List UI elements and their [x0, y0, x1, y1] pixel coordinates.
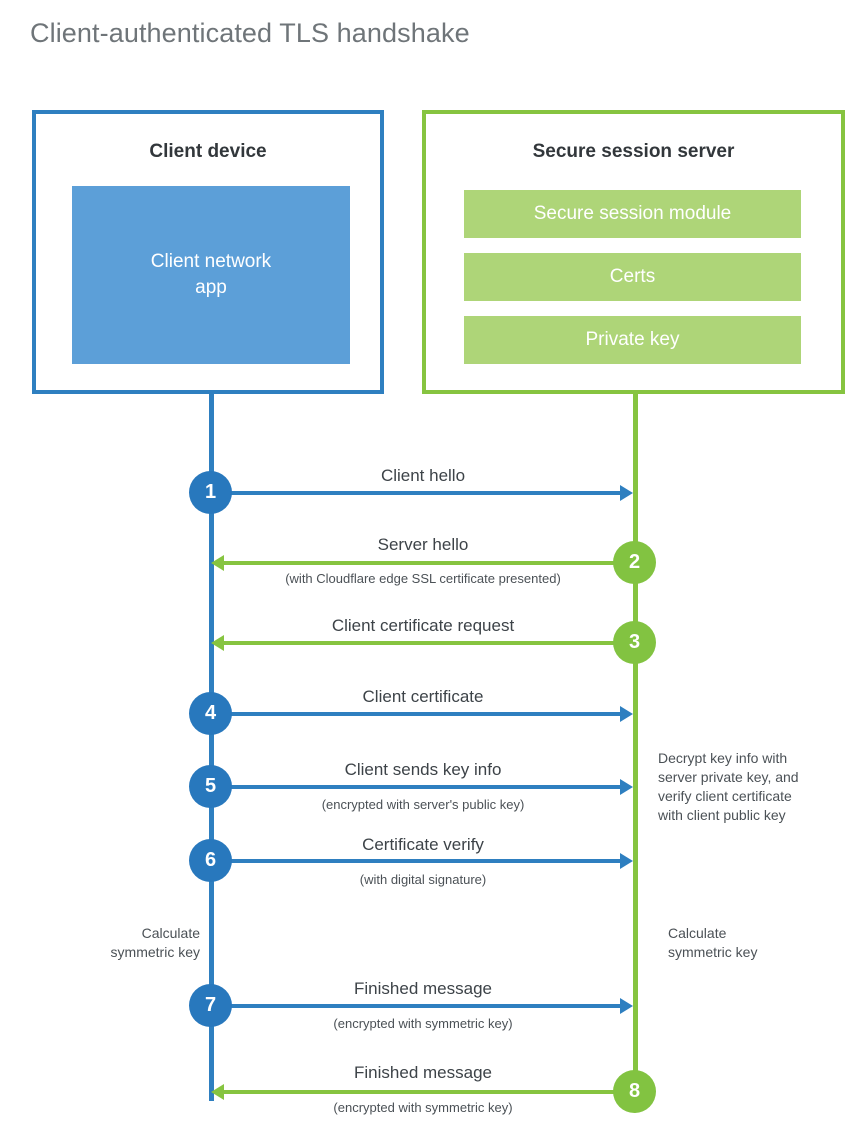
client-app-label-line2: app: [195, 277, 227, 298]
step-6-arrow-head-icon: [620, 853, 633, 869]
client-network-app-box: Client network app: [72, 186, 350, 364]
step-7-badge: 7: [189, 984, 232, 1027]
step-2-sublabel: (with Cloudflare edge SSL certificate pr…: [285, 571, 561, 586]
step-3-arrow-line: [224, 641, 635, 645]
step-2-arrow-head-icon: [211, 555, 224, 571]
step-5-arrow-line: [211, 785, 623, 789]
step-1-badge: 1: [189, 471, 232, 514]
secure-session-server-title: Secure session server: [532, 141, 735, 162]
step-7-arrow-line: [211, 1004, 623, 1008]
secure-session-server-box: Secure session server Secure session mod…: [422, 110, 845, 394]
client-lifeline: [209, 393, 214, 1101]
step-1-label: Client hello: [380, 466, 466, 485]
server-calculate-note-line2: symmetric key: [668, 944, 758, 960]
step-8-arrow-line: [224, 1090, 635, 1094]
step-8-badge: 8: [613, 1070, 656, 1113]
client-calculate-note-line2: symmetric key: [110, 944, 200, 960]
step-5-arrow-head-icon: [620, 779, 633, 795]
step-5-label: Client sends key info: [344, 760, 502, 779]
client-device-title: Client device: [149, 141, 267, 162]
step-3-badge: 3: [613, 621, 656, 664]
step-6-sublabel: (with digital signature): [359, 872, 487, 887]
server-calculate-symmetric-key-note: Calculate symmetric key: [668, 924, 828, 962]
step-6-badge: 6: [189, 839, 232, 882]
step-7-label: Finished message: [354, 979, 492, 998]
step-8-sublabel: (encrypted with symmetric key): [333, 1100, 513, 1115]
step-7-sublabel: (encrypted with symmetric key): [333, 1016, 513, 1031]
server-decrypt-note-line2: server private key, and: [658, 769, 799, 785]
server-bar-private-key: Private key: [464, 316, 801, 364]
step-7-arrow-head-icon: [620, 998, 633, 1014]
step-8-arrow-head-icon: [211, 1084, 224, 1100]
step-5-badge: 5: [189, 765, 232, 808]
step-6-label: Certificate verify: [362, 835, 484, 854]
server-calculate-note-line1: Calculate: [668, 925, 727, 941]
step-5-sublabel: (encrypted with server's public key): [321, 797, 525, 812]
step-3-arrow-head-icon: [211, 635, 224, 651]
server-bar-certs: Certs: [464, 253, 801, 301]
server-decrypt-note-line3: verify client certificate: [658, 788, 792, 804]
client-app-label: Client network app: [151, 249, 271, 301]
step-3-label: Client certificate request: [331, 616, 515, 635]
step-2-arrow-line: [224, 561, 635, 565]
client-calculate-note-line1: Calculate: [141, 925, 200, 941]
page-title: Client-authenticated TLS handshake: [30, 18, 470, 48]
server-decrypt-note: Decrypt key info with server private key…: [658, 749, 838, 825]
server-bar-secure-session-module: Secure session module: [464, 190, 801, 238]
step-2-label: Server hello: [377, 535, 469, 554]
step-6-arrow-line: [211, 859, 623, 863]
client-calculate-symmetric-key-note: Calculate symmetric key: [60, 924, 200, 962]
step-2-badge: 2: [613, 541, 656, 584]
step-4-arrow-head-icon: [620, 706, 633, 722]
step-4-arrow-line: [211, 712, 623, 716]
client-device-box: Client device Client network app: [32, 110, 384, 394]
client-app-label-line1: Client network: [150, 251, 272, 272]
server-decrypt-note-line1: Decrypt key info with: [658, 750, 788, 766]
step-1-arrow-head-icon: [620, 485, 633, 501]
server-decrypt-note-line4: with client public key: [658, 807, 786, 823]
server-lifeline: [633, 393, 638, 1093]
step-4-label: Client certificate: [362, 687, 484, 706]
step-1-arrow-line: [211, 491, 623, 495]
step-8-label: Finished message: [354, 1063, 492, 1082]
step-4-badge: 4: [189, 692, 232, 735]
